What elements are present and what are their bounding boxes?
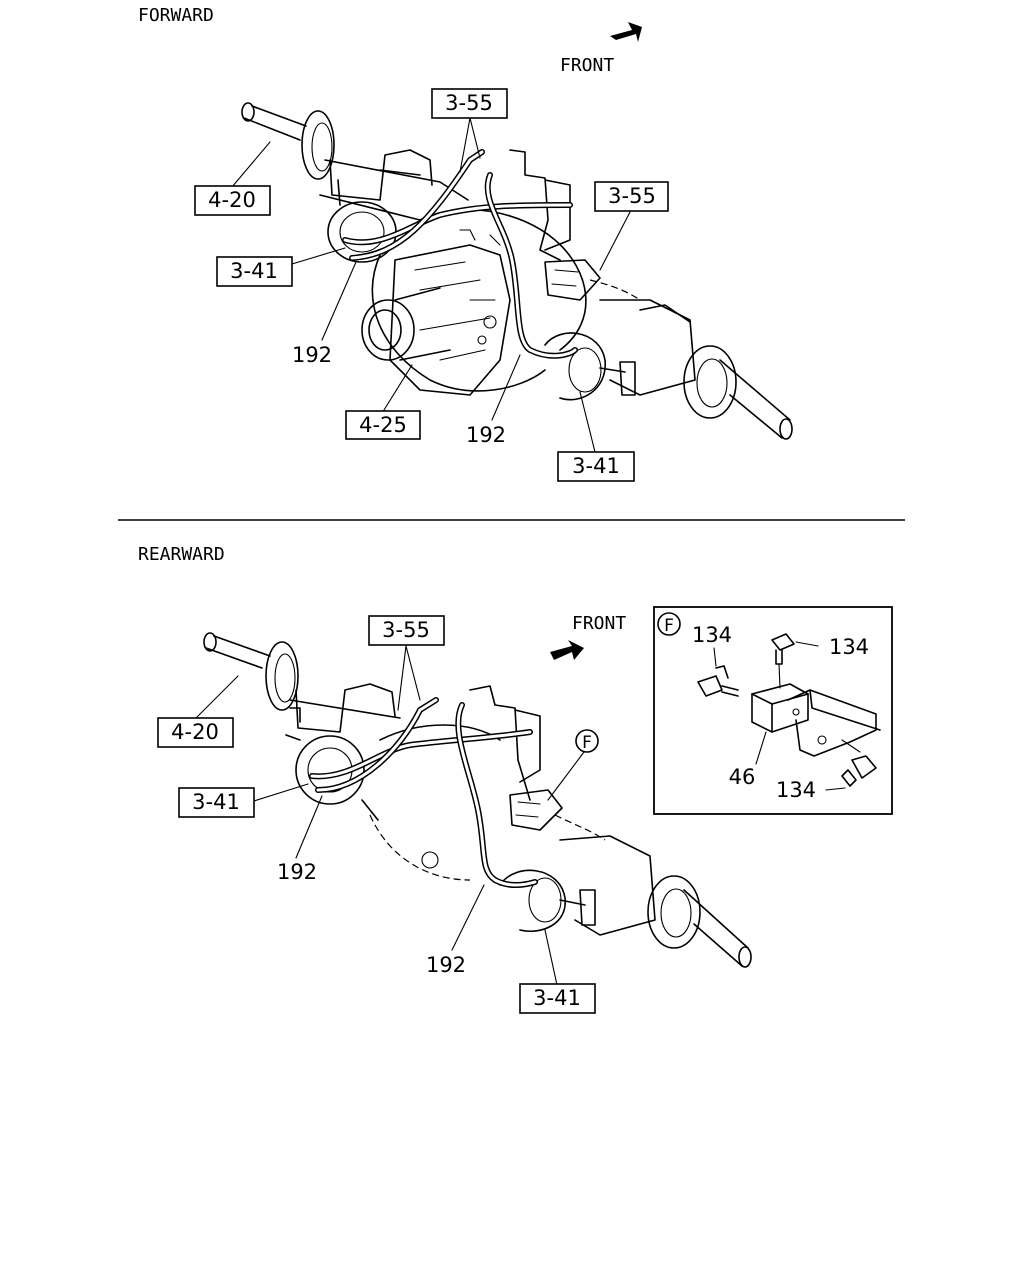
forward-brake-hoses <box>342 149 578 359</box>
svg-text:3-41: 3-41 <box>572 454 620 478</box>
svg-text:3-41: 3-41 <box>192 790 240 814</box>
svg-text:3-41: 3-41 <box>230 259 278 283</box>
callout-rearward-4-20: 4-20 <box>157 717 234 748</box>
callout-rearward-3-55: 3-55 <box>368 615 445 646</box>
detail-part-134-a: 134 <box>692 623 732 647</box>
forward-leader-lines <box>231 117 631 453</box>
callout-forward-4-20: 4-20 <box>194 185 271 216</box>
svg-text:F: F <box>664 616 674 636</box>
forward-section-title: FORWARD <box>138 5 214 26</box>
detail-drawing <box>697 633 881 791</box>
rearward-part-192-right: 192 <box>426 953 466 977</box>
forward-axle-assembly <box>241 102 793 440</box>
front-arrow-icon <box>610 22 642 42</box>
forward-part-192-right: 192 <box>466 423 506 447</box>
svg-text:3-41: 3-41 <box>533 986 581 1010</box>
detail-part-46: 46 <box>729 765 756 789</box>
svg-text:4-20: 4-20 <box>208 188 256 212</box>
svg-text:4-20: 4-20 <box>171 720 219 744</box>
svg-text:3-55: 3-55 <box>445 91 493 115</box>
callout-forward-3-41-bottom: 3-41 <box>557 451 635 482</box>
rearward-leader-lines <box>195 645 585 986</box>
callout-forward-3-55-top: 3-55 <box>431 88 508 119</box>
rearward-part-192-left: 192 <box>277 860 317 884</box>
svg-text:3-55: 3-55 <box>608 184 656 208</box>
callout-forward-3-41-left: 3-41 <box>216 256 293 287</box>
rearward-front-label: FRONT <box>572 613 626 634</box>
callout-rearward-3-41-bottom: 3-41 <box>519 983 596 1014</box>
svg-text:4-25: 4-25 <box>359 413 407 437</box>
svg-text:3-55: 3-55 <box>382 618 430 642</box>
front-arrow-icon <box>550 640 584 660</box>
rearward-brake-hoses <box>309 697 538 889</box>
detail-part-134-b: 134 <box>829 635 869 659</box>
callout-forward-3-55-right: 3-55 <box>594 181 669 212</box>
forward-front-label: FRONT <box>560 55 614 76</box>
rearward-section-title: REARWARD <box>138 544 225 565</box>
callout-forward-4-25: 4-25 <box>345 410 421 440</box>
svg-text:F: F <box>582 733 592 753</box>
detail-inset-marker: F <box>657 612 681 636</box>
forward-part-192-left: 192 <box>292 343 332 367</box>
detail-part-134-c: 134 <box>776 778 816 802</box>
callout-rearward-3-41-left: 3-41 <box>178 787 255 818</box>
detail-marker-f: F <box>575 729 599 753</box>
detail-inset-f: F 134 134 46 134 <box>653 606 893 815</box>
